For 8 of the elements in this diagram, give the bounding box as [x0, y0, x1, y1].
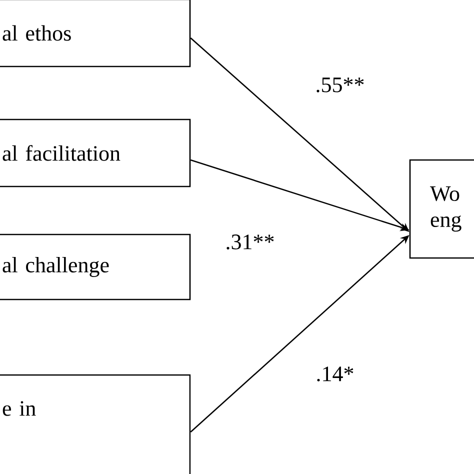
- text-box: al challenge: [0, 234, 191, 300]
- edge-label: .31**: [224, 234, 276, 250]
- edge-label: .55**: [314, 76, 366, 94]
- text-box: e in: [0, 374, 191, 474]
- text-box: al ethos: [0, 0, 191, 68]
- text-box: Wo eng: [409, 159, 474, 259]
- edge-label: .14*: [314, 366, 356, 382]
- text-box: al facilitation: [0, 118, 191, 188]
